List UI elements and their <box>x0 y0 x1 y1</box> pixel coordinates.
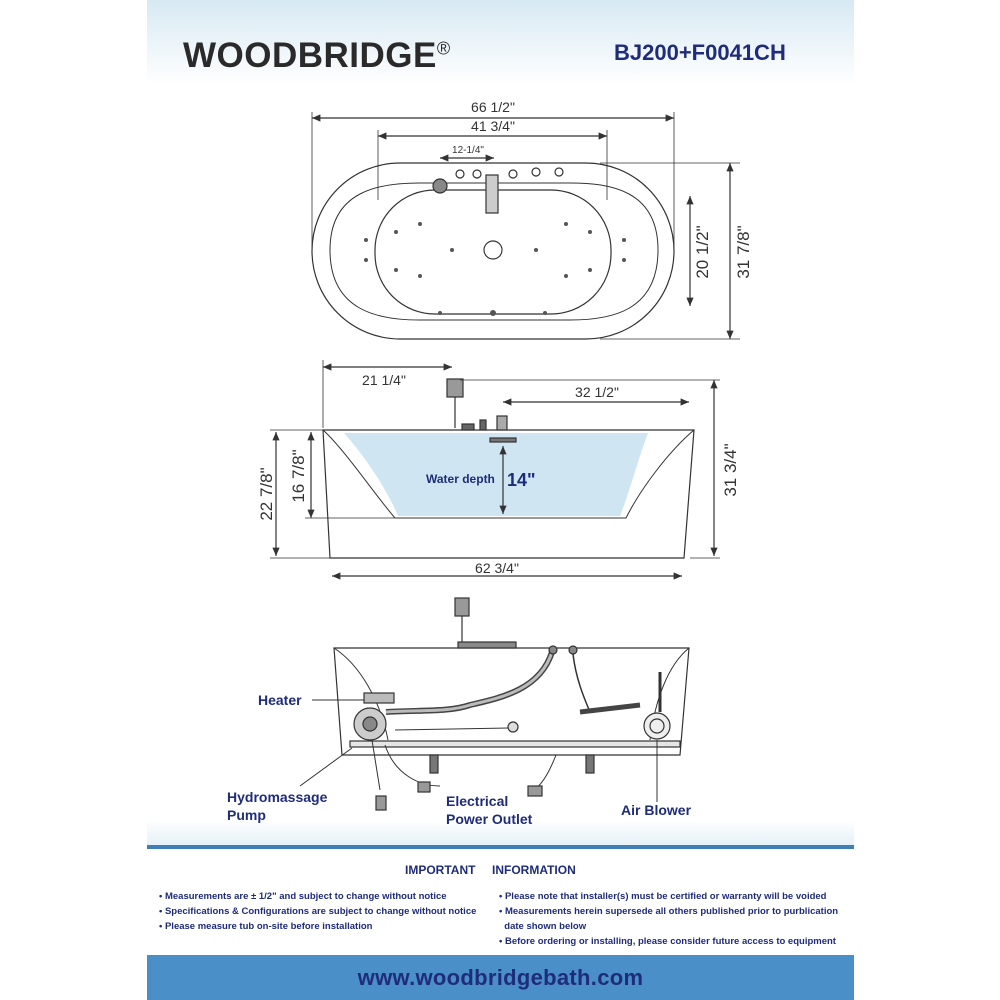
label-tub-depth: 22 7/8" <box>257 467 276 520</box>
registered-mark: ® <box>436 38 451 59</box>
label-water-depth-value: 14" <box>507 470 536 490</box>
brand-logo: WOODBRIDGE® <box>183 36 451 76</box>
info-title-right: INFORMATION <box>492 863 576 877</box>
note-item: • Specifications & Configurations are su… <box>159 906 477 917</box>
note-item: • Measurements are ± 1/2" and subject to… <box>159 891 447 902</box>
outlet-plug-icon <box>527 785 543 797</box>
label-faucet-spacing: 12-1/4" <box>452 145 484 156</box>
faucet-controls <box>432 167 564 214</box>
label-interior-length: 41 3/4" <box>471 118 515 134</box>
tub-inner-rim <box>329 182 659 321</box>
notes-right: • Please note that installer(s) must be … <box>499 889 838 949</box>
jets <box>364 222 626 316</box>
label-jet-span: 32 1/2" <box>575 384 619 400</box>
pump-plug-icon <box>375 795 387 811</box>
website-link[interactable]: www.woodbridgebath.com <box>357 965 644 990</box>
air-blower <box>643 712 671 740</box>
note-item: • Please note that installer(s) must be … <box>499 891 827 902</box>
footer-band: www.woodbridgebath.com <box>147 955 854 1000</box>
label-outlet-line1: Electrical <box>446 793 508 809</box>
tub-side-basin <box>322 429 695 519</box>
label-interior-depth: 16 7/8" <box>289 449 308 502</box>
label-blower: Air Blower <box>621 802 692 818</box>
label-overall-height: 31 3/4" <box>721 443 740 496</box>
brand-name: WOODBRIDGE <box>183 36 437 75</box>
label-overall-length: 66 1/2" <box>471 99 515 115</box>
water-fill <box>344 433 648 516</box>
top-view <box>311 112 740 340</box>
hand-shower-icon-2 <box>454 597 470 617</box>
tub-outer-rim <box>311 162 675 340</box>
drain-icon <box>483 240 503 260</box>
label-outlet-line2: Power Outlet <box>446 811 533 827</box>
important-information: IMPORTANT INFORMATION • Measurements are… <box>147 845 854 959</box>
note-item: date shown below <box>499 921 587 932</box>
model-number: BJ200+F0041CH <box>614 40 786 65</box>
label-overall-width: 31 7/8" <box>734 225 753 278</box>
hand-shower-icon <box>446 378 464 398</box>
note-item: • Measurements herein supersede all othe… <box>499 906 839 917</box>
side-view <box>270 360 720 580</box>
label-interior-width: 20 1/2" <box>693 225 712 278</box>
heater-plug-icon <box>417 781 431 793</box>
label-water-depth: Water depth <box>426 472 495 486</box>
technical-drawing: 66 1/2" 41 3/4" 12-1/4" 20 1/2" 31 7/8" <box>227 99 753 827</box>
component-view <box>299 597 690 811</box>
note-item: • Before ordering or installing, please … <box>499 936 836 947</box>
label-pump-line1: Hydromassage <box>227 789 328 805</box>
label-faucet-offset: 21 1/4" <box>362 372 406 388</box>
notes-left: • Measurements are ± 1/2" and subject to… <box>159 889 476 934</box>
label-heater: Heater <box>258 692 302 708</box>
label-base-length: 62 3/4" <box>475 560 519 576</box>
note-item: • Please measure tub on-site before inst… <box>159 921 373 932</box>
heater-unit <box>363 692 395 704</box>
label-pump-line2: Pump <box>227 807 266 823</box>
info-title-left: IMPORTANT <box>405 863 476 877</box>
